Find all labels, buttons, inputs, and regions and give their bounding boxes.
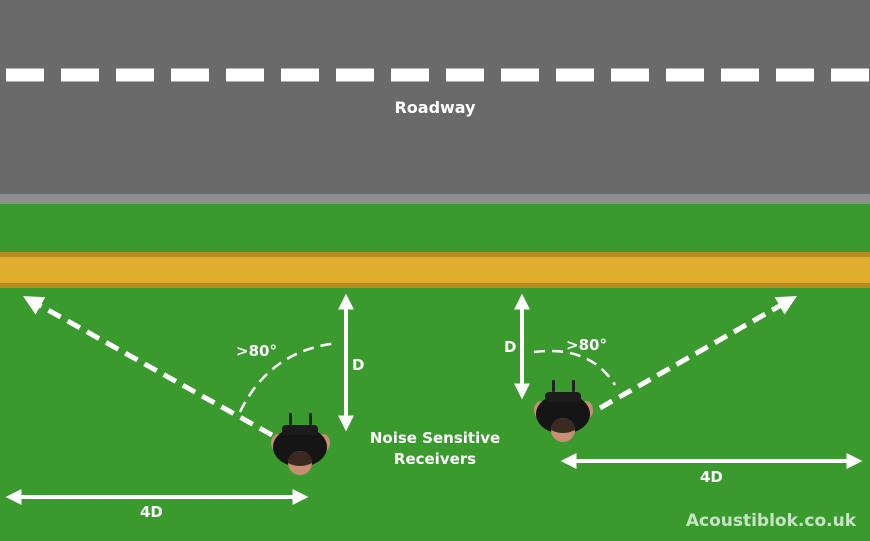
curb	[0, 194, 870, 204]
receivers-label: Noise Sensitive Receivers	[350, 428, 520, 470]
barrier-edge-bottom	[0, 283, 870, 288]
sight-line-right	[598, 296, 797, 411]
distance-label-right: D	[504, 338, 517, 356]
angle-arc-left	[238, 341, 339, 413]
watermark: Acoustiblok.co.uk	[685, 511, 856, 531]
angle-label-right: >80°	[566, 336, 607, 354]
angle-label-left: >80°	[236, 342, 277, 360]
roadway-label: Roadway	[394, 98, 476, 117]
receivers-label-line1: Noise Sensitive	[369, 429, 501, 447]
width-label-right: 4D	[700, 468, 723, 486]
roadway	[0, 0, 870, 194]
distance-label-left: D	[352, 356, 365, 374]
receivers-label-line2: Receivers	[393, 450, 477, 468]
barrier-edge-top	[0, 252, 870, 257]
angle-arc-right	[533, 349, 617, 386]
noise-barrier	[0, 252, 870, 288]
sight-line-left	[23, 296, 274, 438]
width-label-left: 4D	[140, 503, 163, 521]
